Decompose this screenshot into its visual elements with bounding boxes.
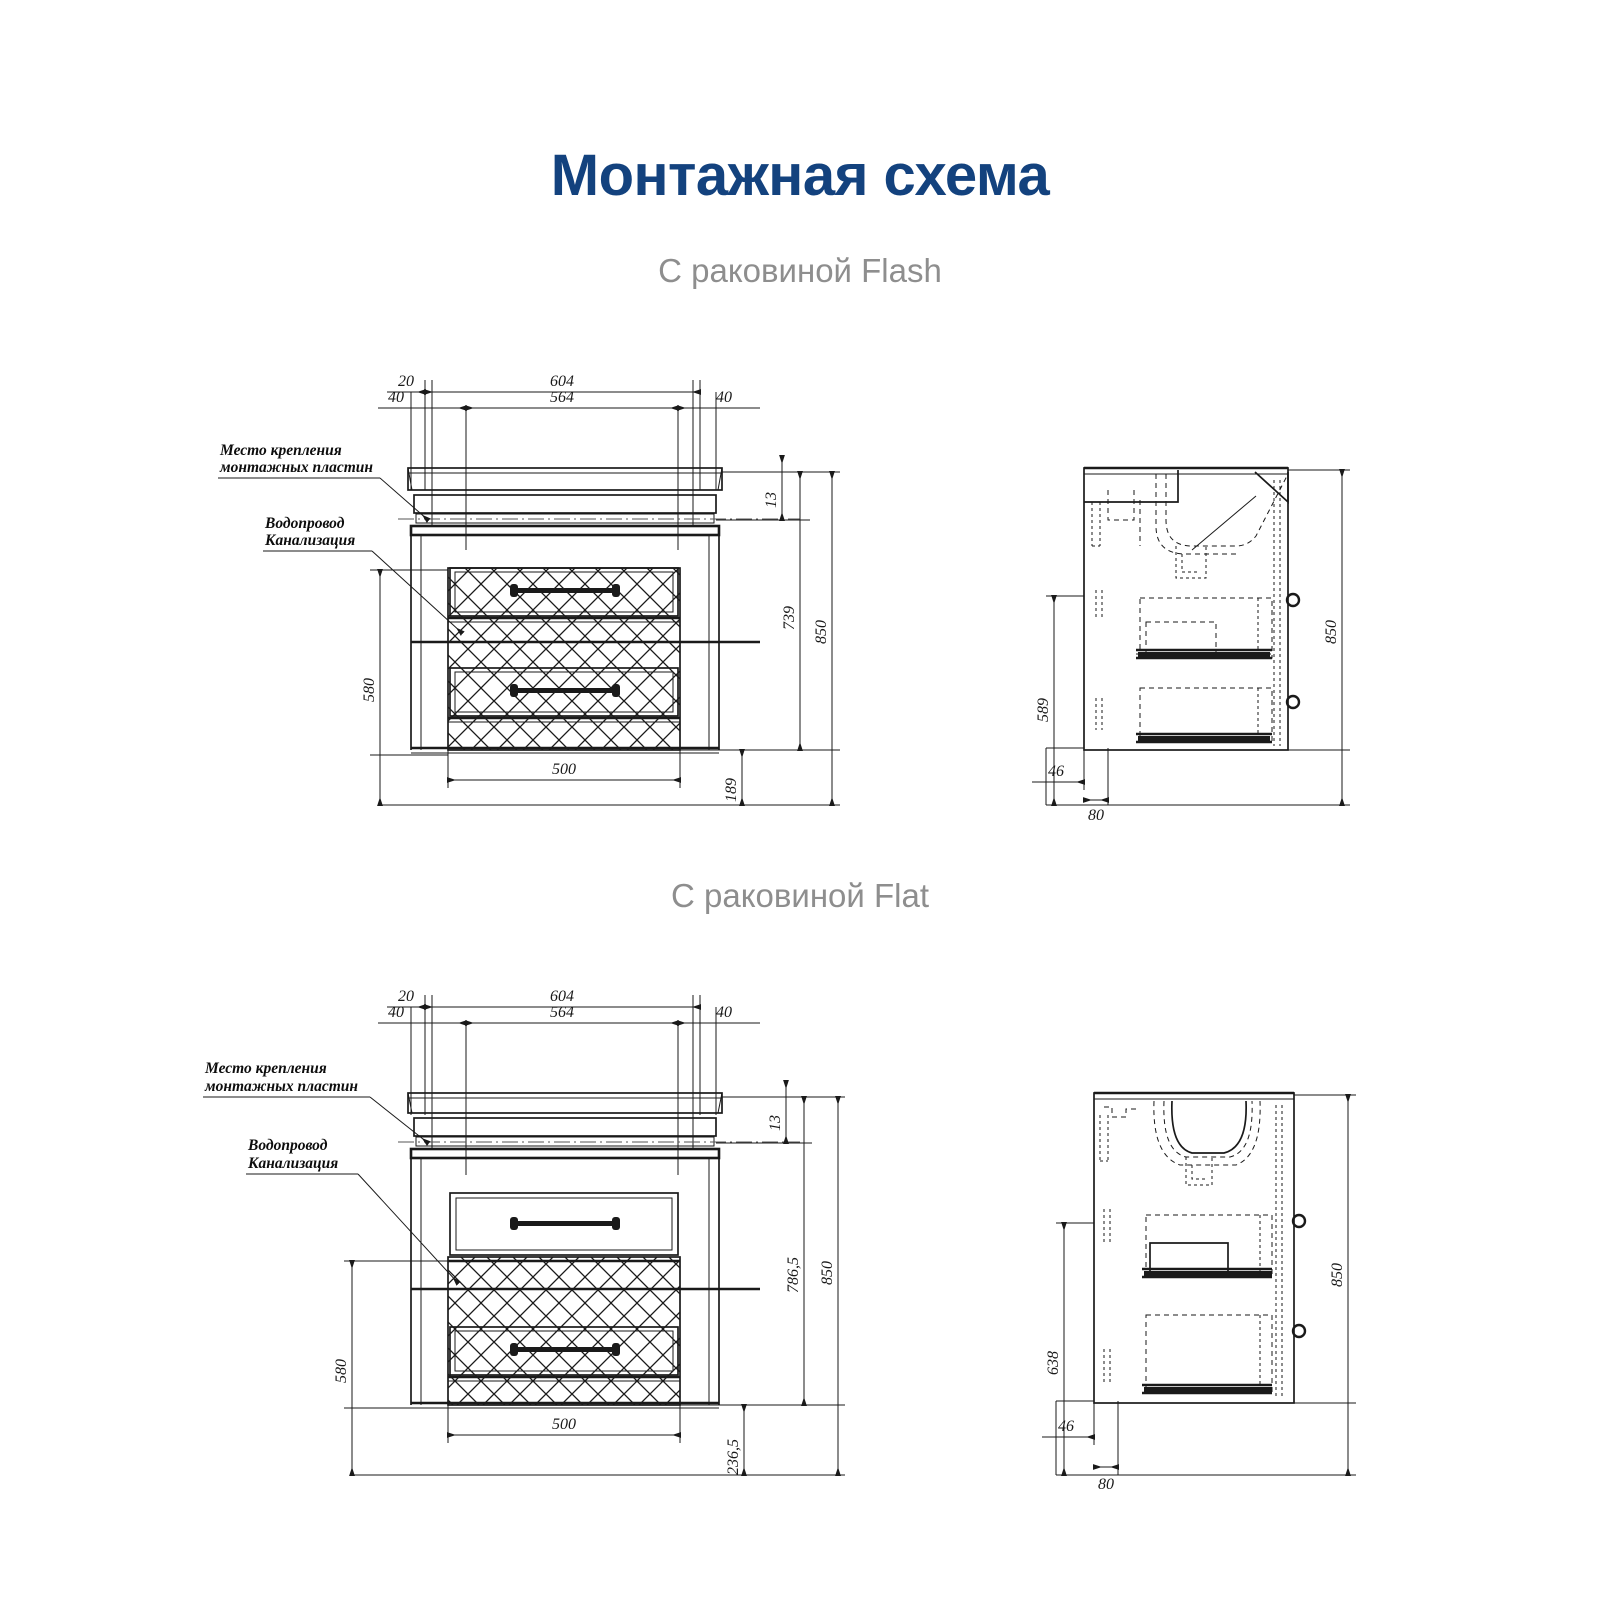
- dim-label-580: 580: [361, 678, 378, 702]
- dim-label-604-flat: 604: [550, 988, 574, 1005]
- dim-500-flat: 500: [447, 1416, 681, 1438]
- dim-564: 564: [465, 389, 679, 411]
- dim-580-flat: 580: [333, 1260, 355, 1476]
- dim-604-flat: 604: [424, 988, 701, 1010]
- note-plumb-line1: Водопровод: [264, 515, 345, 532]
- dim-label-40-right-flat: 40: [716, 1004, 732, 1021]
- dim-739: 739: [781, 471, 803, 751]
- dim-40-right: 40: [677, 389, 760, 411]
- dim-label-638: 638: [1045, 1351, 1062, 1375]
- drawer-handle-lower-flat: [510, 1343, 620, 1356]
- dim-label-13-flat: 13: [767, 1115, 784, 1131]
- dim-850-side: 850: [1323, 469, 1345, 806]
- dim-label-40-left: 40: [388, 389, 404, 406]
- dim-850-side-flat: 850: [1329, 1094, 1351, 1476]
- note-plumb-line2: Канализация: [264, 532, 355, 549]
- hinge-upper-flat: [1291, 1213, 1307, 1229]
- dim-label-850-front-flat: 850: [819, 1261, 836, 1285]
- dim-580: 580: [361, 569, 383, 806]
- dim-label-20: 20: [398, 373, 414, 390]
- dim-236-5: 236,5: [725, 1404, 747, 1476]
- note-mount-plates-flat: Место крепления монтажных пластин: [203, 1060, 431, 1146]
- dim-40-left: 40: [378, 389, 467, 411]
- dim-label-40-right: 40: [716, 389, 732, 406]
- dim-label-20-flat: 20: [398, 988, 414, 1005]
- dim-80: 80: [1083, 797, 1109, 824]
- dim-label-564-flat: 564: [550, 1004, 574, 1021]
- note-mount-line1: Место крепления: [219, 442, 342, 459]
- dim-label-604: 604: [550, 373, 574, 390]
- note-plumb-line2-flat: Канализация: [247, 1155, 338, 1172]
- front-view-flash: 604 20 564 40: [218, 373, 840, 806]
- dim-20: 20: [387, 373, 426, 395]
- dim-40-left-flat: 40: [378, 1004, 467, 1026]
- dim-80-flat: 80: [1093, 1464, 1119, 1493]
- dim-13-flat: 13: [767, 1080, 789, 1144]
- dim-label-564: 564: [550, 389, 574, 406]
- front-view-flat: 604 20 564 40 40: [203, 988, 845, 1476]
- dim-46-flat: 46: [1042, 1418, 1095, 1440]
- technical-drawing-flat: 604 20 564 40 40: [0, 965, 1600, 1525]
- technical-drawing-flash: 604 20 564 40: [0, 350, 1600, 850]
- dim-label-80: 80: [1088, 807, 1104, 824]
- dim-13: 13: [763, 455, 785, 521]
- section-subtitle-flat: С раковиной Flat: [670, 877, 930, 914]
- section-subtitle-flash: С раковиной Flash: [658, 252, 942, 289]
- dim-46: 46: [1032, 763, 1085, 785]
- note-mount-line1-flat: Место крепления: [204, 1060, 327, 1077]
- dim-label-46: 46: [1048, 763, 1064, 780]
- hinge-lower: [1285, 694, 1301, 710]
- note-plumb-line1-flat: Водопровод: [247, 1137, 328, 1154]
- dim-189: 189: [723, 749, 745, 806]
- dim-label-589: 589: [1035, 698, 1052, 722]
- hinge-upper: [1285, 592, 1301, 608]
- note-mount-line2-flat: монтажных пластин: [204, 1078, 358, 1095]
- dim-label-786-5: 786,5: [785, 1257, 802, 1293]
- note-mount-plates: Место крепления монтажных пластин: [218, 442, 431, 523]
- dim-label-13: 13: [763, 492, 780, 508]
- dim-589: 589: [1035, 595, 1057, 806]
- dim-label-850-side: 850: [1323, 620, 1340, 644]
- drawer-handle-upper: [510, 584, 620, 597]
- dim-40-right-flat: 40: [677, 1004, 760, 1026]
- dim-label-500: 500: [552, 761, 576, 778]
- dim-786-5: 786,5: [785, 1096, 807, 1406]
- dim-850-front: 850: [813, 471, 835, 806]
- dim-label-739: 739: [781, 606, 798, 630]
- dim-label-850-front: 850: [813, 620, 830, 644]
- dim-label-580-flat: 580: [333, 1359, 350, 1383]
- hinge-lower-flat: [1291, 1323, 1307, 1339]
- note-plumbing: Водопровод Канализация: [263, 515, 465, 636]
- dim-label-80-flat: 80: [1098, 1476, 1114, 1493]
- dim-500: 500: [447, 761, 681, 783]
- note-plumbing-flat: Водопровод Канализация: [246, 1137, 461, 1286]
- dim-850-front-flat: 850: [819, 1096, 841, 1476]
- dim-label-500-flat: 500: [552, 1416, 576, 1433]
- dim-638: 638: [1045, 1222, 1067, 1476]
- dim-label-189: 189: [723, 778, 740, 802]
- dim-564-flat: 564: [465, 1004, 679, 1026]
- dim-label-46-flat: 46: [1058, 1418, 1074, 1435]
- drawer-handle-lower: [510, 684, 620, 697]
- dim-label-236-5: 236,5: [725, 1439, 742, 1475]
- note-mount-line2: монтажных пластин: [219, 459, 373, 476]
- drawer-handle-upper-flat: [510, 1217, 620, 1230]
- dim-604: 604: [424, 373, 701, 395]
- side-view-flash: 850 589 46 80: [1032, 466, 1350, 824]
- dim-20-flat: 20: [387, 988, 426, 1010]
- side-view-flat: 850 638 46 80: [1042, 1091, 1356, 1493]
- page-title: Монтажная схема: [550, 143, 1050, 208]
- dim-label-850-side-flat: 850: [1329, 1263, 1346, 1287]
- dim-label-40-left-flat: 40: [388, 1004, 404, 1021]
